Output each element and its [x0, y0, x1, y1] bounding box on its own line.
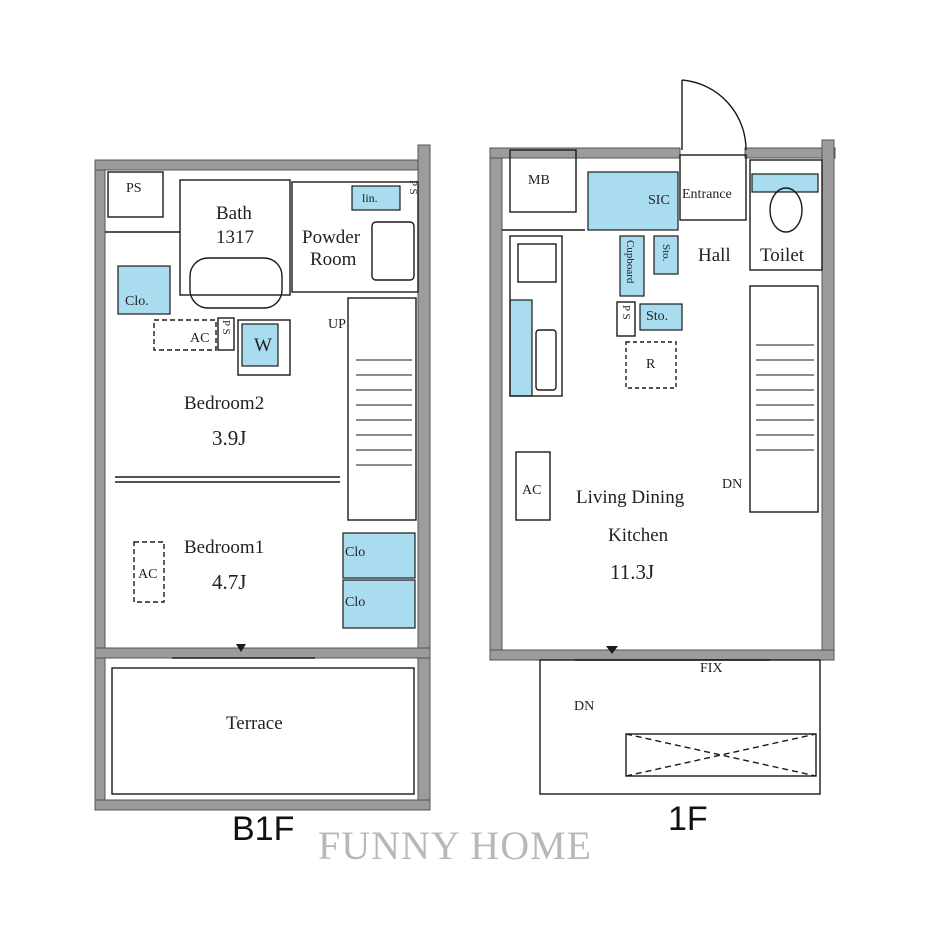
b1f-closet-label: Clo.	[125, 294, 149, 309]
f1-ac-box	[515, 451, 551, 521]
f1-ldk-label-1: Living Dining	[576, 487, 685, 508]
b1f-washer	[241, 323, 279, 367]
f1-refrigerator	[625, 341, 677, 389]
f1-entrance-door-swing	[681, 79, 747, 151]
f1-ldk-label-2: Kitchen	[608, 525, 669, 546]
b1f-powder-room	[291, 181, 419, 293]
b1f-wall-mid	[94, 647, 431, 659]
f1-mb-box	[509, 149, 577, 213]
f1-lightwell-x1	[625, 733, 817, 777]
b1f-sink	[371, 221, 415, 281]
b1f-bath-size: 1317	[216, 227, 254, 248]
b1f-ac-box	[153, 319, 217, 351]
b1f-ps-box	[107, 171, 164, 218]
b1f-bathtub	[189, 257, 283, 309]
b1f-up-label: UP	[328, 317, 346, 332]
b1f-stair	[347, 297, 417, 521]
b1f-ac2-label: AC	[138, 567, 158, 582]
f1-stair	[749, 285, 819, 513]
f1-ac-label: AC	[522, 483, 542, 498]
f1-sink	[535, 329, 557, 391]
f1-window-marker	[606, 646, 618, 654]
f1-wall-right	[821, 139, 835, 661]
f1-sto1	[653, 235, 679, 275]
f1-toilet-bowl	[769, 187, 803, 233]
f1-ps-label: P S	[620, 305, 632, 320]
f1-entrance	[679, 154, 747, 221]
f1-wall-left	[489, 147, 503, 659]
b1f-terrace-label: Terrace	[226, 713, 283, 734]
b1f-wall-bottom	[94, 799, 431, 811]
f1-dn-outside-label: DN	[574, 699, 595, 714]
b1f-window-marker	[236, 644, 246, 652]
b1f-bedroom2-label: Bedroom2	[184, 393, 265, 414]
b1f-wall-right	[417, 144, 431, 811]
f1-fix-label: FIX	[700, 661, 723, 676]
f1-cupboard-label: Cupboard	[624, 240, 636, 284]
b1f-bedroom1-label: Bedroom1	[184, 537, 265, 558]
watermark: FUNNY HOME	[318, 823, 593, 868]
b1f-ps3-box	[217, 317, 235, 351]
b1f-bath	[179, 179, 291, 296]
f1-dn-stairs-label: DN	[722, 477, 743, 492]
f1-toilet-room	[749, 159, 823, 271]
f1-lightwell	[625, 733, 817, 777]
f1-sto1-label: Sto.	[660, 244, 672, 262]
f1-ldk-size: 11.3J	[610, 560, 655, 584]
f1-entrance-label: Entrance	[682, 187, 732, 202]
f1-sic	[587, 171, 679, 231]
f1-toilet-shelf	[751, 173, 819, 193]
f1-sic-label: SIC	[648, 193, 670, 208]
f1-lightwell-x2	[625, 733, 817, 777]
b1f-terrace	[111, 667, 415, 795]
b1f-ps2-label: P S	[407, 180, 419, 195]
b1f-floor-label: B1F	[232, 810, 295, 848]
f1-hall-label: Hall	[698, 245, 731, 266]
f1-kitchen-counter	[509, 235, 563, 397]
f1-sto2-label: Sto.	[646, 309, 669, 324]
b1f-ps-label: PS	[126, 181, 142, 196]
f1-floor-label: 1F	[668, 800, 708, 838]
f1-refrigerator-label: R	[646, 357, 656, 372]
b1f-washer-box	[237, 319, 291, 376]
f1-wall-bottom	[489, 649, 835, 661]
f1-wall-top-left	[489, 147, 681, 159]
b1f-powder-label-1: Powder	[302, 227, 361, 248]
b1f-clo-b	[342, 579, 416, 629]
f1-ps-box	[616, 301, 636, 337]
b1f-washer-label: W	[254, 335, 272, 356]
b1f-linen-label: lin.	[362, 191, 378, 205]
b1f-clo-a-label: Clo	[345, 545, 366, 560]
f1-balcony	[539, 659, 821, 795]
b1f-bedroom2-size: 3.9J	[212, 426, 247, 450]
b1f-ac2-box	[133, 541, 165, 603]
f1-stove	[517, 243, 557, 283]
b1f-bedroom1-size: 4.7J	[212, 570, 247, 594]
f1-cupboard	[619, 235, 645, 297]
b1f-bath-label: Bath	[216, 203, 252, 224]
b1f-clo-b-label: Clo	[345, 595, 366, 610]
b1f-clo-a	[342, 532, 416, 579]
b1f-wall-top	[94, 159, 426, 171]
b1f-powder-label-2: Room	[310, 249, 357, 270]
b1f-linen	[351, 185, 401, 211]
f1-shelf	[509, 299, 533, 397]
b1f-wall-left	[94, 159, 106, 806]
f1-toilet-label: Toilet	[760, 245, 805, 266]
f1-mb-label: MB	[528, 173, 550, 188]
b1f-ps3-label: P S	[220, 320, 232, 335]
f1-sto2	[639, 303, 683, 331]
b1f-closet	[117, 265, 171, 315]
b1f-ac1-label: AC	[190, 331, 210, 346]
f1-wall-top-right	[744, 147, 836, 159]
